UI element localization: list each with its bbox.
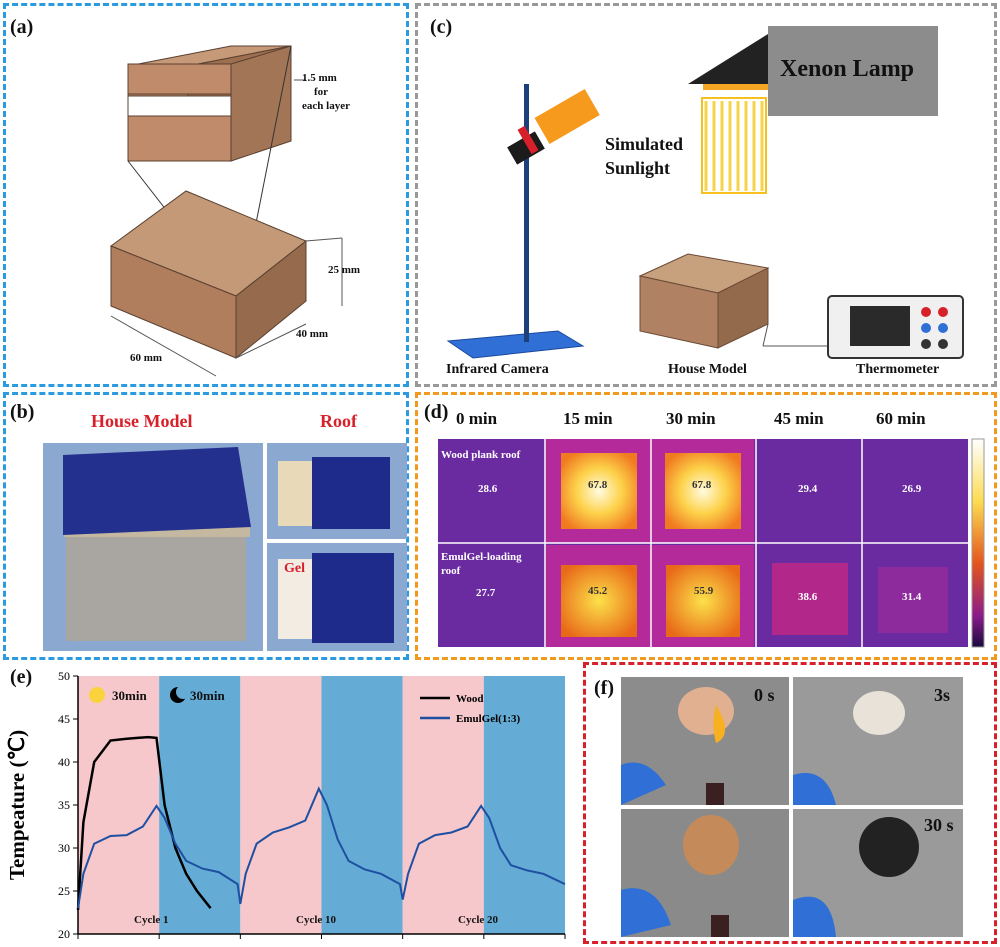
dim-width: 60 mm	[130, 352, 163, 364]
sunlight-label-1: Simulated	[605, 134, 684, 154]
panel-f-label: (f)	[594, 677, 614, 699]
legend-label: Wood	[456, 693, 484, 705]
y-tick-label: 45	[58, 712, 70, 726]
layer-note-2: for	[314, 86, 329, 98]
thermal-image-grid	[438, 438, 985, 648]
time-15: 15 min	[563, 409, 613, 428]
r2-v1: 45.2	[588, 585, 608, 597]
house-label: House Model	[668, 362, 747, 377]
camera-label: Infrared Camera	[446, 362, 549, 377]
row2-label-2: roof	[441, 565, 461, 577]
roof-title: Roof	[320, 411, 357, 431]
y-tick-label: 35	[58, 798, 70, 812]
time-30s: 30 s	[924, 815, 954, 835]
light-phase-band	[78, 676, 160, 934]
series-line-wood	[76, 735, 212, 910]
r2-v0: 27.7	[476, 587, 496, 599]
gel-label: Gel	[284, 561, 305, 576]
y-tick-label: 40	[58, 755, 70, 769]
experiment-setup-diagram	[446, 26, 964, 359]
sun-icon	[89, 687, 105, 703]
dim-height: 25 mm	[328, 264, 361, 276]
cycle-1-label: Cycle 1	[134, 914, 169, 926]
dark-phase-band	[321, 676, 403, 934]
dim-depth: 40 mm	[296, 328, 329, 340]
panel-c-label: (c)	[430, 16, 453, 38]
moon-icon-cutout	[176, 685, 190, 699]
sunlight-label-2: Sunlight	[605, 158, 671, 178]
y-tick-label: 25	[58, 884, 70, 898]
y-axis-title: Tempeature (℃)	[5, 730, 29, 880]
time-45: 45 min	[774, 409, 824, 428]
y-tick-label: 30	[58, 841, 70, 855]
time-3s: 3s	[934, 685, 951, 705]
r1-v0: 28.6	[478, 483, 498, 495]
panel-e-label: (e)	[10, 666, 33, 688]
panel-b-label: (b)	[10, 401, 35, 423]
panel-d: (d) 0 min 15 min 30 min 45 min 60 min	[415, 392, 997, 660]
r1-v3: 29.4	[798, 483, 818, 495]
legend-label: EmulGel(1:3)	[456, 713, 520, 725]
y-tick-label: 50	[58, 669, 70, 683]
r2-v4: 31.4	[902, 591, 922, 603]
cycle-10-label: Cycle 10	[296, 914, 337, 926]
r1-v1: 67.8	[588, 479, 608, 491]
dark-phase-band	[159, 676, 241, 934]
panel-b: (b) House Model Roof Gel	[3, 392, 409, 660]
time-30: 30 min	[666, 409, 716, 428]
cycle-20-label: Cycle 20	[458, 914, 499, 926]
panel-d-label: (d)	[424, 401, 449, 423]
time-0s: 0 s	[754, 685, 775, 705]
series-line-emulgel	[77, 786, 566, 909]
panel-a-label: (a)	[10, 16, 34, 38]
light-phase-band	[240, 676, 322, 934]
row1-label: Wood plank roof	[441, 449, 521, 461]
r2-v2: 55.9	[694, 585, 714, 597]
r1-v2: 67.8	[692, 479, 712, 491]
sun-label: 30min	[112, 688, 147, 703]
house-model-title: House Model	[91, 411, 193, 431]
house-model-photo	[43, 443, 407, 651]
lamp-label: Xenon Lamp	[780, 56, 915, 82]
layer-note-3: each layer	[302, 100, 350, 112]
flame-test-photos	[621, 677, 963, 937]
moon-label: 30min	[190, 688, 225, 703]
panel-a: (a) 1.5 mm for each layer 25 mm 40 mm 60…	[3, 3, 409, 387]
panel-c: (c) Xenon Lamp Simulated	[415, 3, 997, 387]
layered-roof-diagram	[109, 45, 343, 377]
r1-v4: 26.9	[902, 483, 922, 495]
thermometer-label: Thermometer	[856, 362, 940, 377]
panel-f: (f) 0 s 3s 30 s	[583, 662, 997, 944]
dark-phase-band	[483, 676, 565, 934]
time-0: 0 min	[456, 409, 498, 428]
y-tick-label: 20	[58, 927, 70, 941]
r2-v3: 38.6	[798, 591, 818, 603]
time-60: 60 min	[876, 409, 926, 428]
layer-note-1: 1.5 mm	[302, 72, 337, 84]
row2-label-1: EmulGel-loading	[441, 551, 522, 563]
